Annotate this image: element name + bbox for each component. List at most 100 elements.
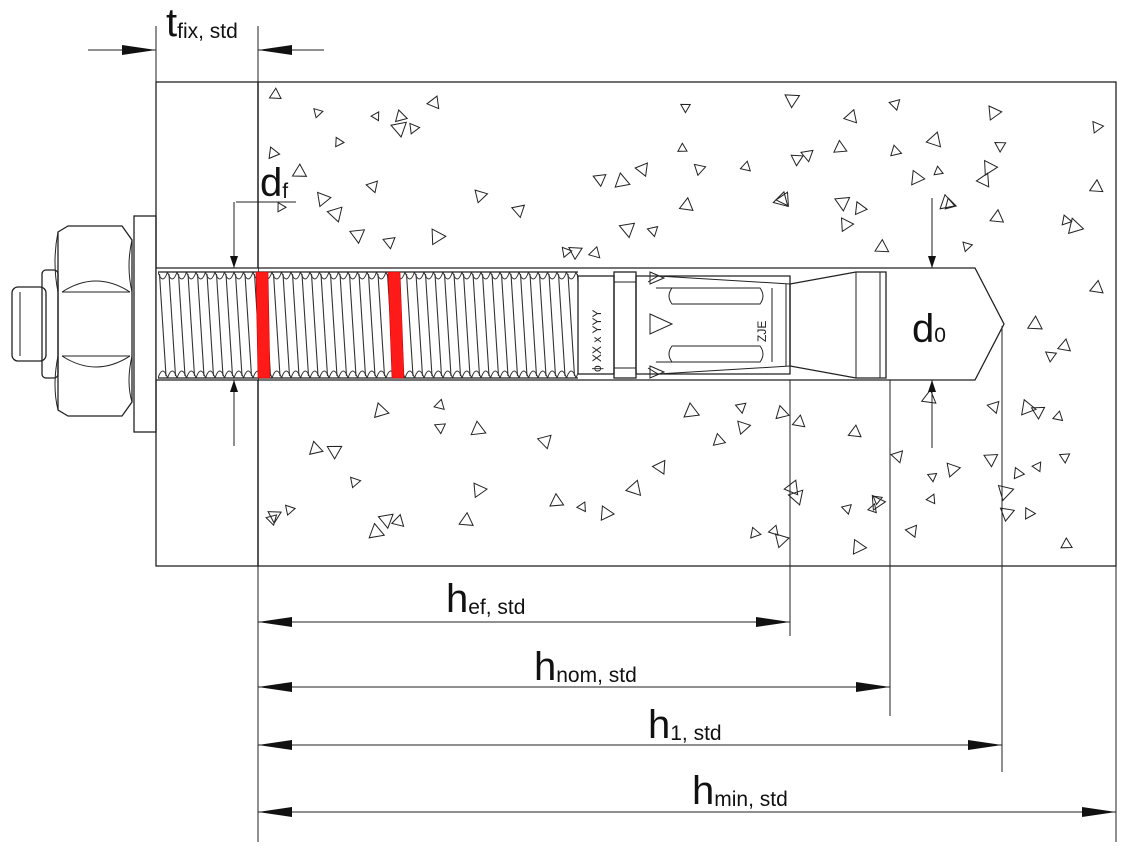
aggregate-triangle — [678, 196, 694, 212]
dim-tfix: tfix, std — [88, 1, 324, 82]
anchor-body: ϕ XX x YYY ZJE — [577, 271, 887, 379]
aggregate-triangle — [326, 445, 343, 460]
hex-nut — [54, 225, 133, 417]
aggregate-triangle — [988, 105, 1003, 121]
aggregate-triangle — [1021, 398, 1037, 416]
aggregate-triangle — [1013, 466, 1026, 480]
aggregate-triangle — [470, 420, 487, 436]
aggregate-triangle — [1026, 315, 1043, 330]
aggregate-triangle — [308, 440, 324, 455]
marking-band-2 — [387, 271, 405, 379]
aggregate-triangle — [433, 398, 445, 410]
dim-hmin: hmin, std — [258, 769, 1116, 817]
aggregate-triangle — [840, 217, 855, 233]
aggregate-triangle — [986, 400, 1000, 415]
aggregate-triangle — [734, 402, 747, 415]
washer — [133, 215, 157, 433]
aggregate-triangle — [549, 492, 565, 507]
aggregate-triangle — [326, 206, 343, 223]
aggregate-triangle — [265, 514, 278, 527]
aggregate-triangle — [842, 108, 858, 124]
aggregate-triangle — [426, 95, 440, 110]
aggregate-triangle — [1056, 338, 1072, 352]
aggregate-triangle — [1051, 410, 1064, 422]
size-marking: ϕ XX x YYY — [590, 309, 604, 372]
aggregate-triangle — [390, 121, 408, 138]
dim-d0: d0 — [912, 198, 946, 448]
aggregate-triangle — [1030, 406, 1046, 420]
aggregate-triangle — [268, 146, 281, 160]
aggregate-triangle — [587, 245, 601, 259]
aggregate-triangle — [939, 193, 956, 210]
aggregate-triangle — [1092, 120, 1105, 134]
dim-hnom: hnom, std — [258, 645, 890, 692]
aggregate-triangle — [944, 197, 958, 210]
dim-df: df — [230, 161, 296, 446]
aggregate-triangle — [999, 507, 1016, 523]
aggregate-triangle — [904, 524, 918, 539]
aggregate-triangle — [365, 180, 379, 194]
aggregate-triangle — [840, 504, 852, 516]
aggregate-triangle — [852, 538, 868, 555]
dim-h1: h1, std — [258, 703, 1002, 750]
aggregate-triangle — [787, 489, 804, 506]
label-hnom: hnom, std — [534, 645, 637, 689]
aggregate-triangle — [774, 533, 790, 549]
aggregate-triangle — [348, 229, 366, 245]
aggregate-triangle — [614, 172, 631, 188]
aggregate-triangle — [373, 402, 390, 419]
aggregate-triangle — [775, 191, 789, 207]
aggregate-triangle — [677, 142, 688, 152]
aggregate-triangle — [368, 522, 386, 539]
expansion-clip — [635, 275, 791, 375]
aggregate-triangle — [984, 159, 999, 176]
aggregate-triangle — [775, 404, 791, 420]
aggregate-triangle — [750, 526, 762, 539]
aggregate-triangle — [911, 169, 926, 186]
aggregate-triangle — [651, 459, 666, 475]
aggregate-triangle — [983, 453, 999, 468]
aggregate-triangle — [791, 414, 806, 428]
aggregate-triangle — [473, 482, 488, 499]
aggregate-triangle — [800, 149, 814, 163]
aggregate-triangle — [997, 484, 1015, 502]
brand-marking: ZJE — [755, 321, 769, 342]
aggregate-triangle — [890, 144, 903, 157]
aggregate-triangle — [1025, 506, 1037, 520]
aggregate-triangle — [925, 131, 942, 148]
aggregate-triangle — [767, 524, 779, 536]
aggregate-triangle — [561, 246, 573, 259]
aggregate-triangle — [646, 225, 659, 238]
aggregate-triangle — [433, 423, 447, 435]
aggregate-triangle — [267, 511, 282, 525]
extension-lines — [257, 326, 1117, 842]
aggregate-triangle — [854, 200, 869, 216]
aggregate-triangle — [833, 196, 851, 212]
aggregate-triangle — [409, 122, 421, 135]
concrete-base — [257, 81, 1117, 567]
aggregate-triangle — [933, 165, 945, 176]
aggregate-triangle — [946, 462, 962, 478]
aggregate-triangle — [872, 495, 884, 506]
aggregate-triangle — [568, 246, 583, 261]
aggregate-triangle — [510, 204, 526, 219]
aggregate-triangle — [313, 107, 324, 119]
aggregate-triangle — [600, 505, 616, 522]
aggregate-triangle — [370, 111, 380, 122]
aggregate-triangle — [390, 513, 405, 527]
aggregate-triangle — [1031, 461, 1042, 473]
dim-hef: hef, std — [258, 577, 790, 627]
aggregate-triangle — [284, 504, 297, 517]
aggregate-triangle — [335, 136, 345, 148]
aggregate-triangle — [737, 420, 752, 436]
aggregate-triangle — [618, 222, 636, 239]
aggregate-triangle — [1061, 214, 1073, 226]
aggregate-triangle — [920, 388, 937, 404]
aggregate-triangle — [382, 236, 396, 250]
aggregate-triangle — [575, 501, 586, 513]
aggregate-triangle — [624, 479, 642, 497]
aggregate-triangle — [784, 94, 801, 109]
aggregate-triangle — [474, 189, 489, 204]
aggregate-triangle — [739, 160, 752, 172]
